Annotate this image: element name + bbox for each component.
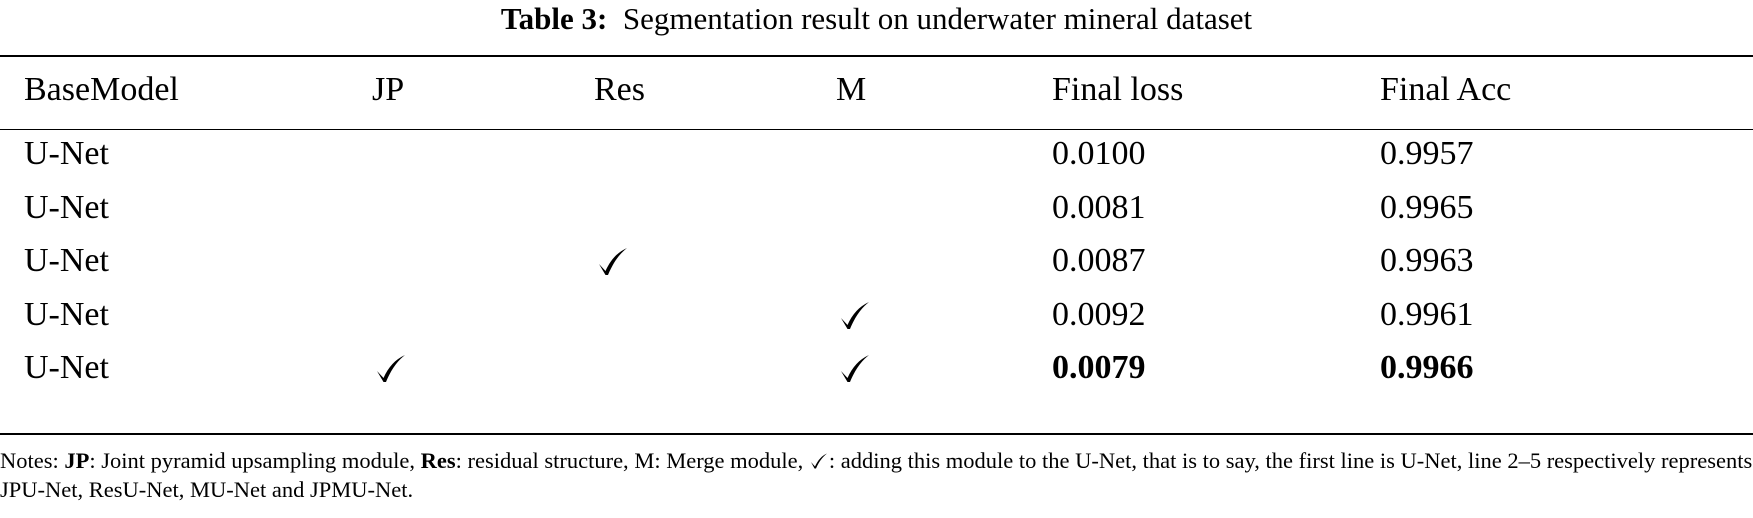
notes-res-desc: : residual structure, bbox=[455, 448, 635, 473]
notes-m-desc: : Merge module, bbox=[654, 448, 809, 473]
notes-res-key: Res bbox=[420, 448, 456, 473]
notes-jp-desc: : Joint pyramid upsampling module, bbox=[89, 448, 421, 473]
table-notes: Notes: JP: Joint pyramid upsampling modu… bbox=[0, 446, 1753, 504]
header-final-loss: Final loss bbox=[1052, 71, 1184, 108]
cell-final-loss: 0.0081 bbox=[1052, 189, 1146, 226]
cell-final-loss: 0.0100 bbox=[1052, 135, 1146, 172]
cell-final-acc: 0.9966 bbox=[1380, 349, 1474, 386]
cell-final-loss: 0.0079 bbox=[1052, 349, 1146, 386]
cell-final-acc: 0.9957 bbox=[1380, 135, 1474, 172]
checkmark-icon bbox=[374, 352, 408, 386]
notes-jp-key: JP bbox=[64, 448, 90, 473]
checkmark-icon bbox=[838, 299, 872, 333]
notes-m-key: M bbox=[634, 448, 655, 473]
checkmark-icon bbox=[809, 451, 829, 471]
checkmark-icon bbox=[596, 245, 630, 279]
cell-final-loss: 0.0092 bbox=[1052, 296, 1146, 333]
header-m: M bbox=[836, 71, 867, 108]
header-final-acc: Final Acc bbox=[1380, 71, 1512, 108]
cell-final-acc: 0.9961 bbox=[1380, 296, 1474, 333]
cell-final-acc: 0.9963 bbox=[1380, 242, 1474, 279]
header-res: Res bbox=[594, 71, 645, 108]
notes-prefix: Notes: bbox=[0, 448, 65, 473]
header-rule bbox=[0, 129, 1753, 130]
notes-check-desc: : adding this module to the U-Net, that … bbox=[0, 448, 1753, 502]
checkmark-icon bbox=[838, 352, 872, 386]
cell-basemodel: U-Net bbox=[24, 242, 109, 279]
header-jp: JP bbox=[372, 71, 405, 108]
cell-basemodel: U-Net bbox=[24, 349, 109, 386]
cell-basemodel: U-Net bbox=[24, 296, 109, 333]
header-basemodel: BaseModel bbox=[24, 71, 179, 108]
cell-basemodel: U-Net bbox=[24, 135, 109, 172]
cell-basemodel: U-Net bbox=[24, 189, 109, 226]
table-caption: Table 3: Segmentation result on underwat… bbox=[0, 0, 1753, 50]
caption-text: Segmentation result on underwater minera… bbox=[622, 1, 1253, 36]
bottom-rule bbox=[0, 433, 1753, 435]
top-rule bbox=[0, 55, 1753, 57]
cell-final-loss: 0.0087 bbox=[1052, 242, 1146, 279]
cell-final-acc: 0.9965 bbox=[1380, 189, 1474, 226]
caption-label: Table 3: bbox=[500, 1, 608, 36]
